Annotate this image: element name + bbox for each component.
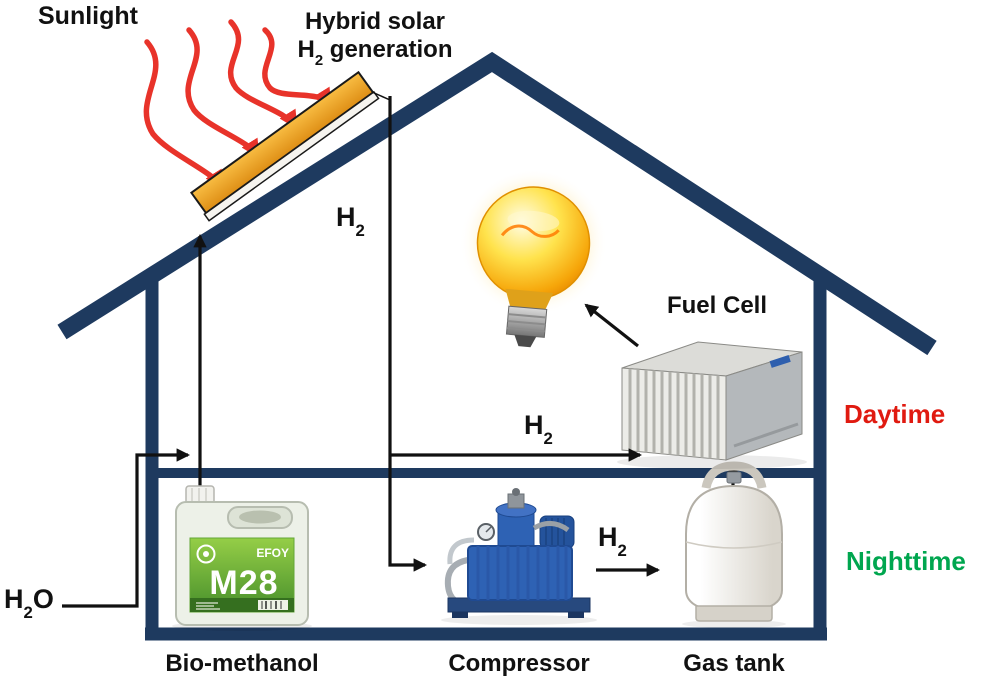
sunlight-text: Sunlight	[38, 2, 138, 30]
compressor-hose	[447, 537, 475, 565]
tank-body	[685, 484, 783, 614]
compressor-valve	[507, 493, 525, 509]
gas-tank-cylinder	[682, 461, 786, 628]
bio-methanol-text: Bio-methanol	[165, 650, 319, 677]
h2-tank-label: H2	[598, 522, 627, 560]
daytime-label: Daytime	[844, 399, 946, 430]
barcode-icon	[258, 600, 288, 610]
nighttime-label: Nighttime	[846, 546, 966, 577]
sun-ray-icon	[185, 27, 261, 159]
hybrid-solar-label: Hybrid solar H2 generation	[268, 8, 482, 70]
gas-tank-text: Gas tank	[683, 650, 785, 677]
h2o-label: H2O	[4, 584, 54, 622]
hybrid-solar-line1: Hybrid solar	[304, 8, 446, 35]
light-bulb	[459, 171, 608, 348]
tank-handle	[701, 461, 767, 490]
compressor-text: Compressor	[448, 650, 590, 677]
fuel-cell-front	[621, 367, 727, 461]
jug-model-text: M28	[209, 564, 278, 602]
nighttime-text: Nighttime	[846, 546, 966, 576]
sunlight-rays	[143, 19, 333, 190]
fuel-cell-logo	[769, 355, 791, 368]
efoy-logo-icon	[196, 544, 216, 564]
jug-brand-text: EFOY	[256, 546, 289, 560]
fuelcell-to-bulb-arrow	[584, 303, 639, 348]
daytime-text: Daytime	[844, 399, 946, 429]
h2-panel-label: H2	[336, 202, 365, 240]
sun-ray-icon	[228, 19, 299, 130]
sun-ray-icon	[262, 27, 333, 108]
panel-connector-line	[371, 91, 391, 101]
fuel-cell-label: Fuel Cell	[617, 292, 817, 320]
sun-ray-icon	[143, 39, 225, 190]
h2-daytime-label: H2	[524, 410, 553, 448]
bulb-filament	[500, 224, 560, 238]
gas-tank-label: Gas tank	[634, 650, 834, 678]
fuel-cell-text: Fuel Cell	[666, 292, 768, 319]
compressor-label: Compressor	[419, 650, 619, 678]
bio-methanol-canister: EFOY M28	[172, 485, 312, 631]
bio-methanol-label: Bio-methanol	[142, 650, 342, 678]
tank-valve	[726, 471, 742, 484]
sunlight-label: Sunlight	[38, 2, 138, 31]
fuel-cell-unit	[617, 341, 807, 469]
solar-panel	[189, 70, 380, 222]
h2o-feed-arrow	[62, 448, 191, 608]
compressor-pipe	[532, 521, 570, 533]
hybrid-solar-line2: H2 generation	[297, 35, 453, 70]
compressor-machine	[441, 488, 597, 625]
compressor-body	[467, 545, 573, 601]
tank-foot-ring	[695, 605, 773, 622]
bulb-neck	[505, 288, 554, 312]
flow-lines-front	[62, 96, 661, 608]
bulb-contact-tip	[514, 334, 537, 348]
h2-to-compressor-arrow	[388, 96, 428, 572]
